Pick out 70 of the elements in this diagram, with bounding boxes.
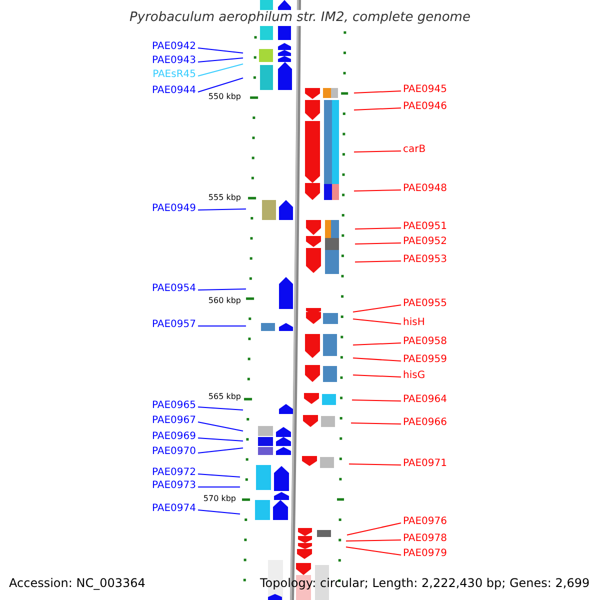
gene-label: PAE0953 — [403, 254, 447, 266]
leader-line — [198, 58, 244, 62]
gene-label: PAE0972 — [152, 467, 196, 479]
gene-label: PAE0943 — [152, 55, 196, 67]
leader-line — [198, 510, 240, 514]
tick-label: 560 kbp — [208, 297, 241, 305]
gene-label: PAE0979 — [403, 548, 447, 560]
leader-line — [354, 90, 402, 94]
gene-label: PAE0967 — [152, 415, 196, 427]
leader-line — [354, 190, 402, 192]
leader-line — [352, 400, 402, 402]
gene-label: PAEsR45 — [152, 69, 196, 81]
leader-line — [198, 474, 240, 478]
leader-line — [198, 438, 244, 442]
gene-label: PAE0946 — [403, 101, 447, 113]
gene-label: PAE0954 — [152, 283, 196, 295]
gene-label: PAE0942 — [152, 41, 196, 53]
leader-line — [352, 358, 402, 362]
gene-label: PAE0976 — [403, 516, 447, 528]
gene-label: PAE0957 — [152, 319, 196, 331]
gene-label: PAE0966 — [403, 417, 447, 429]
tick-label: 555 kbp — [208, 194, 241, 202]
gene-label: PAE0964 — [403, 394, 447, 406]
leader-line — [354, 228, 402, 230]
leader-line — [198, 422, 244, 432]
leader-line — [352, 318, 402, 324]
gene-label: PAE0959 — [403, 354, 447, 366]
gene-label: hisH — [403, 317, 425, 329]
leader-line — [346, 540, 402, 542]
gene-label: PAE0970 — [152, 446, 196, 458]
gene-label: PAE0944 — [152, 85, 196, 97]
gene-label: PAE0973 — [152, 480, 196, 492]
tick-label: 550 kbp — [208, 93, 241, 101]
genome-summary-text: Topology: circular; Length: 2,222,430 bp; Genes: 2,699 — [260, 577, 590, 589]
leader-line — [198, 78, 244, 92]
leader-line — [198, 406, 244, 410]
accession-text: Accession: NC_003364 — [9, 577, 146, 589]
gene-label: PAE0949 — [152, 203, 196, 215]
leader-line — [198, 448, 244, 454]
leader-line — [354, 242, 402, 244]
leader-line — [198, 208, 246, 210]
leader-line — [352, 304, 402, 312]
gene-label: PAE0945 — [403, 84, 447, 96]
tick-label: 565 kbp — [208, 393, 241, 401]
tick-label: 570 kbp — [203, 495, 236, 503]
leader-line — [350, 422, 402, 424]
leader-line — [354, 260, 402, 262]
gene-label: PAE0971 — [403, 458, 447, 470]
gene-label: PAE0974 — [152, 503, 196, 515]
leader-line — [346, 546, 402, 556]
gene-label: PAE0955 — [403, 298, 447, 310]
leader-line — [198, 64, 244, 76]
gene-label: hisG — [403, 370, 426, 382]
leader-line — [346, 522, 402, 536]
leader-line — [352, 342, 402, 346]
gene-label: PAE0948 — [403, 183, 447, 195]
gene-label: PAE0965 — [152, 400, 196, 412]
gene-label: PAE0951 — [403, 221, 447, 233]
leader-line — [354, 150, 402, 152]
gene-label: carB — [403, 144, 426, 156]
gene-label: PAE0958 — [403, 336, 447, 348]
gene-label: PAE0969 — [152, 431, 196, 443]
leader-line — [354, 108, 402, 110]
leader-line — [198, 486, 240, 488]
leader-line — [352, 374, 402, 378]
leader-line — [198, 48, 244, 54]
leader-line — [348, 464, 402, 466]
leader-line — [198, 288, 246, 290]
gene-label: PAE0978 — [403, 533, 447, 545]
gene-label: PAE0952 — [403, 236, 447, 248]
